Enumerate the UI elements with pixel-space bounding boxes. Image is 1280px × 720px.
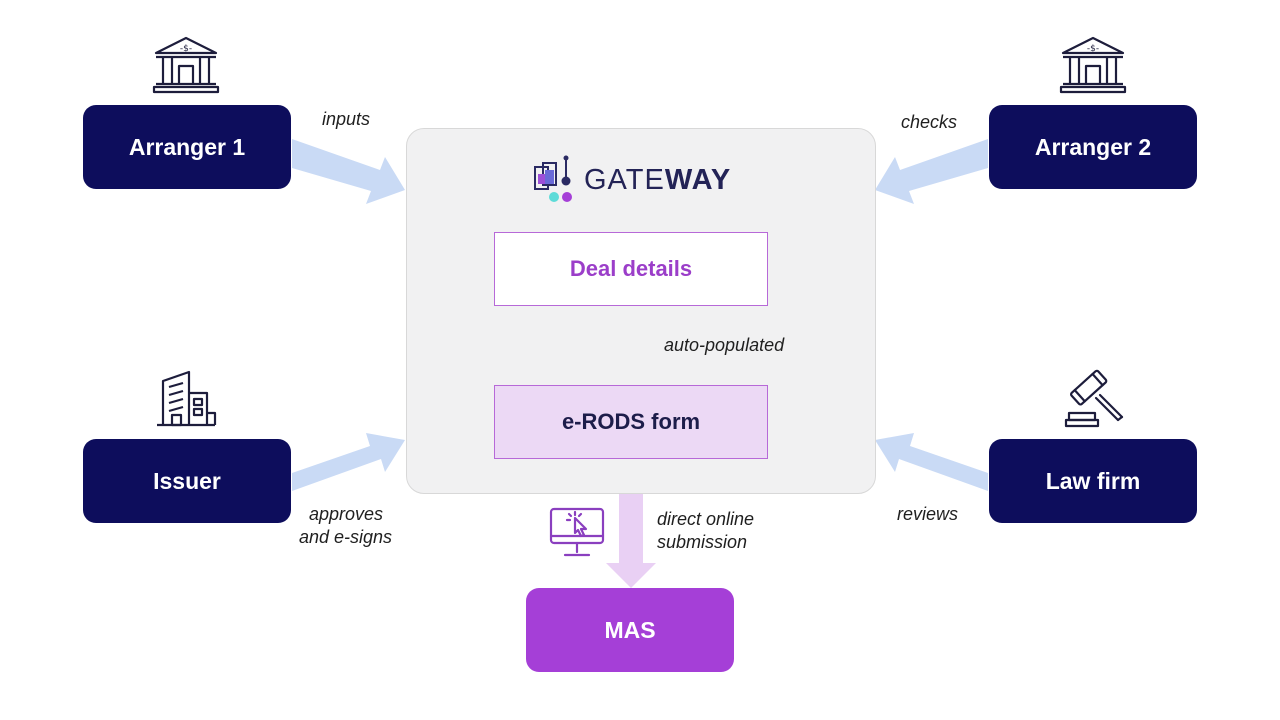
computer-click-icon xyxy=(549,507,605,557)
issuer-label: Issuer xyxy=(153,467,221,494)
arranger2-box: Arranger 2 xyxy=(989,105,1197,189)
arrow-arranger2-checks xyxy=(875,139,988,204)
arranger1-label: Arranger 1 xyxy=(128,133,246,160)
approves-label-line2: and e-signs xyxy=(299,527,393,547)
arrow-lawfirm-reviews xyxy=(875,433,988,491)
erods-form-label: e-RODS form xyxy=(561,409,701,434)
arrow-direct-submission xyxy=(606,458,656,588)
deal-details-label: Deal details xyxy=(569,256,693,281)
submission-label-line2: submission xyxy=(657,532,748,552)
arranger1-box: Arranger 1 xyxy=(83,105,291,189)
issuer-box: Issuer xyxy=(83,439,291,523)
gateway-logo-text: GATEWAY xyxy=(584,164,731,197)
bank-icon: -$- xyxy=(152,36,220,94)
svg-text:-$-: -$- xyxy=(1087,44,1099,54)
inputs-label: inputs xyxy=(322,109,371,129)
law-firm-label: Law firm xyxy=(1045,467,1141,494)
deal-details-box: Deal details xyxy=(494,232,768,306)
logo-text-bold: WAY xyxy=(664,164,732,196)
arrow-issuer-approves xyxy=(292,433,405,491)
reviews-label: reviews xyxy=(897,504,959,524)
law-firm-box: Law firm xyxy=(989,439,1197,523)
office-building-icon xyxy=(157,370,217,427)
bank-icon: -$- xyxy=(1059,36,1127,94)
submission-label-line1: direct online xyxy=(657,509,755,529)
mas-label: MAS xyxy=(604,616,656,643)
gavel-icon xyxy=(1064,369,1124,428)
arrow-arranger1-inputs xyxy=(292,139,405,204)
auto-populated-label: auto-populated xyxy=(664,335,785,355)
approves-label-line1: approves xyxy=(309,504,384,524)
arranger2-label: Arranger 2 xyxy=(1034,133,1152,160)
mas-box: MAS xyxy=(526,588,734,672)
gateway-logo-icon xyxy=(534,155,572,202)
logo-text-light: GATE xyxy=(584,164,665,196)
checks-label: checks xyxy=(901,112,958,132)
erods-form-box: e-RODS form xyxy=(494,385,768,459)
svg-text:-$-: -$- xyxy=(180,44,192,54)
